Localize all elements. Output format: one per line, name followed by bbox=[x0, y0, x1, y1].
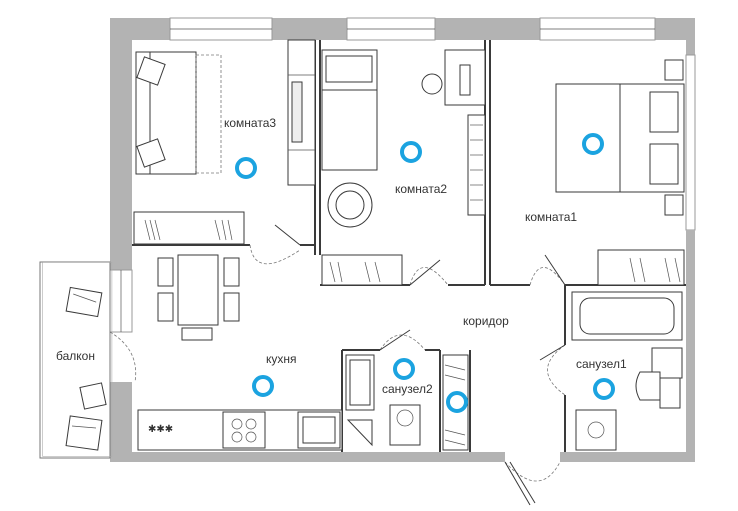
kitchen-marker[interactable] bbox=[252, 375, 274, 397]
bath1-furniture bbox=[571, 291, 683, 451]
bath2-furniture bbox=[345, 354, 469, 451]
room1-furniture bbox=[555, 59, 685, 286]
bath2-marker[interactable] bbox=[393, 358, 415, 380]
exterior-walls bbox=[109, 17, 696, 462]
bath1-label: санузел1 bbox=[576, 357, 627, 371]
balcony-label: балкон bbox=[56, 349, 95, 363]
room2-marker[interactable] bbox=[400, 141, 422, 163]
room2-furniture bbox=[321, 49, 486, 286]
corridor-marker[interactable] bbox=[446, 391, 468, 413]
balcony-area bbox=[39, 261, 137, 459]
corridor-label: коридор bbox=[463, 314, 509, 328]
kitchen-label: кухня bbox=[266, 352, 297, 366]
door-swings bbox=[249, 224, 566, 506]
bath1-marker[interactable] bbox=[593, 378, 615, 400]
room3-furniture bbox=[133, 39, 316, 245]
room3-marker[interactable] bbox=[235, 157, 257, 179]
room-markers bbox=[235, 133, 615, 413]
room3-label: комната3 bbox=[224, 116, 276, 130]
room2-label: комната2 bbox=[395, 182, 447, 196]
bath2-label: санузел2 bbox=[382, 382, 433, 396]
room-labels: комната3 комната2 комната1 коридор балко… bbox=[56, 116, 627, 396]
room1-label: комната1 bbox=[525, 210, 577, 224]
kitchen-furniture: ✱✱✱ bbox=[137, 254, 343, 451]
svg-text:✱✱✱: ✱✱✱ bbox=[148, 424, 173, 435]
room1-marker[interactable] bbox=[582, 133, 604, 155]
